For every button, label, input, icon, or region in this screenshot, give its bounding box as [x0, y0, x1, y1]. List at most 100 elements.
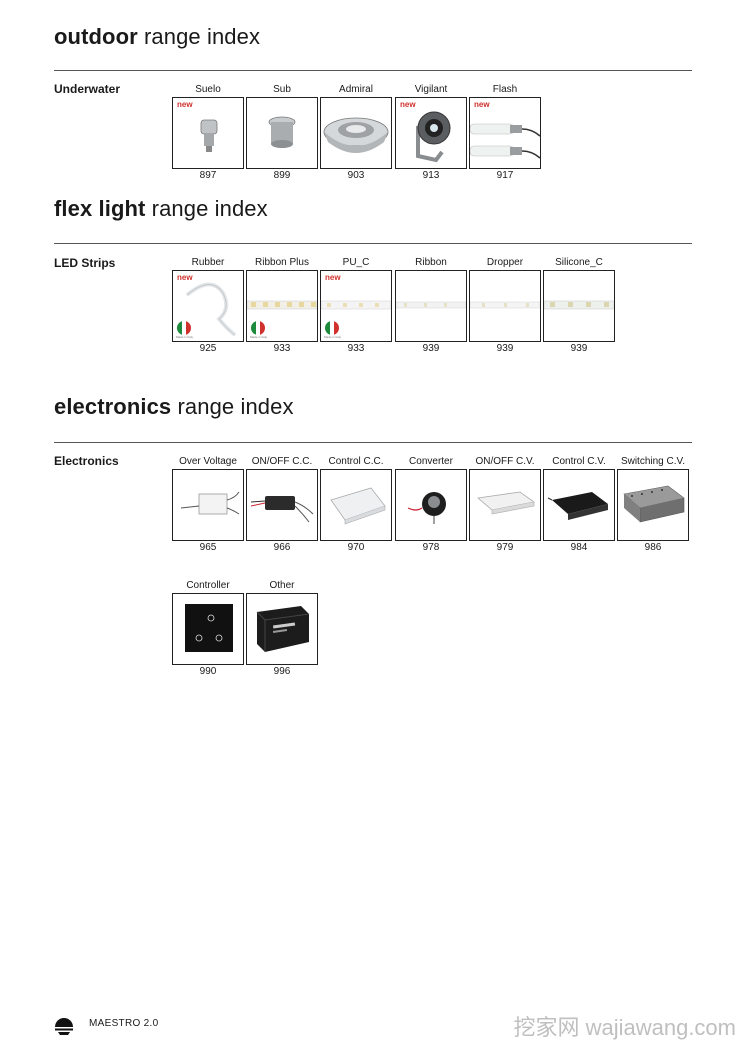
product-other[interactable]: Other 996: [246, 579, 318, 678]
on-off-cc-image: [250, 496, 314, 523]
product-on-off-cc[interactable]: ON/OFF C.C. 966: [246, 455, 318, 554]
product-name: Rubber: [191, 257, 225, 268]
product-converter[interactable]: Converter 978: [395, 455, 467, 554]
flag-note: Made in Italy: [324, 335, 342, 339]
product-name: PU_C: [342, 257, 370, 268]
product-name: Ribbon Plus: [255, 257, 309, 268]
page-number: 899: [273, 170, 291, 181]
product-thumbnail: new: [469, 97, 541, 169]
flag-red: [186, 321, 191, 335]
product-name: ON/OFF C.C.: [251, 456, 313, 467]
suelo-image: [200, 119, 218, 152]
product-thumbnail: new: [172, 97, 244, 169]
product-thumbnail: [246, 469, 318, 541]
page-number: 984: [570, 542, 588, 553]
product-name: Suelo: [195, 84, 221, 95]
product-name: Controller: [186, 580, 230, 591]
product-name: Other: [269, 580, 295, 591]
product-ribbon[interactable]: Ribbon 939: [395, 256, 467, 355]
page-number: 897: [199, 170, 217, 181]
product-control-cv[interactable]: Control C.V. 984: [543, 455, 615, 554]
product-suelo[interactable]: Suelo new 897: [172, 83, 244, 182]
flag-red: [260, 321, 265, 335]
page-number: 979: [496, 542, 514, 553]
flag-green: [251, 321, 256, 335]
page-number: 978: [422, 542, 440, 553]
product-thumbnail: [246, 593, 318, 665]
product-thumbnail: Made in Italy: [246, 270, 318, 342]
page-number: 933: [273, 343, 291, 354]
product-dropper[interactable]: Dropper 939: [469, 256, 541, 355]
product-flash[interactable]: Flash new 917: [469, 83, 541, 182]
other-image: [256, 606, 310, 652]
product-switching-cv[interactable]: Switching C.V. 986: [617, 455, 689, 554]
new-badge: new: [177, 273, 193, 282]
product-name: Sub: [273, 84, 291, 95]
sub-image: [268, 116, 296, 148]
product-thumbnail: [395, 469, 467, 541]
flag-white: [181, 321, 187, 335]
control-cc-image: [330, 487, 386, 525]
page-number: 996: [273, 666, 291, 677]
converter-image: [407, 492, 446, 524]
page-number: 903: [347, 170, 365, 181]
flag-red: [334, 321, 339, 335]
product-thumbnail: [469, 469, 541, 541]
new-badge: new: [177, 100, 193, 109]
page-number: 913: [422, 170, 440, 181]
flag-green: [325, 321, 330, 335]
vigilant-image: [416, 111, 451, 163]
product-ribbon-plus[interactable]: Ribbon Plus Made in Italy 933: [246, 256, 318, 355]
ribbon-plus-image: [247, 300, 317, 310]
page-number: 917: [496, 170, 514, 181]
footer-brand: MAESTRO 2.0: [89, 1018, 159, 1029]
new-badge: new: [474, 100, 490, 109]
product-over-voltage[interactable]: Over Voltage 965: [172, 455, 244, 554]
category-label-led-strips: LED Strips: [54, 256, 116, 270]
product-thumbnail: [617, 469, 689, 541]
page-number: 966: [273, 542, 291, 553]
on-off-cv-image: [477, 491, 535, 515]
product-control-cc[interactable]: Control C.C. 970: [320, 455, 392, 554]
flag-note: Made in Italy: [176, 335, 194, 339]
control-cv-image: [547, 492, 608, 520]
product-controller[interactable]: Controller 990: [172, 579, 244, 678]
category-label-electronics: Electronics: [54, 454, 119, 468]
section-divider: [54, 243, 692, 244]
made-in-italy-flag-icon: [325, 321, 339, 335]
watermark-text: 挖家网 wajiawang.com: [513, 1015, 736, 1040]
flag-white: [255, 321, 261, 335]
made-in-italy-flag-icon: [251, 321, 265, 335]
rubber-image: [185, 282, 237, 337]
page-number: 986: [644, 542, 662, 553]
product-name: Converter: [409, 456, 453, 467]
admiral-image: [323, 117, 389, 153]
flag-white: [329, 321, 335, 335]
product-sub[interactable]: Sub 899: [246, 83, 318, 182]
page-number: 925: [199, 343, 217, 354]
maestro-logo-icon: [55, 1018, 73, 1035]
product-on-off-cv[interactable]: ON/OFF C.V. 979: [469, 455, 541, 554]
dropper-image: [470, 301, 540, 309]
new-badge: new: [325, 273, 341, 282]
flash-image: [470, 123, 540, 159]
product-name: Admiral: [339, 84, 373, 95]
product-pu-c[interactable]: PU_C new Made in Italy 933: [320, 256, 392, 355]
page-number: 990: [199, 666, 217, 677]
product-rubber[interactable]: Rubber new Made in Italy 925: [172, 256, 244, 355]
product-name: Ribbon: [415, 257, 447, 268]
product-vigilant[interactable]: Vigilant new 913: [395, 83, 467, 182]
made-in-italy-flag-icon: [177, 321, 191, 335]
category-label-underwater: Underwater: [54, 82, 121, 96]
product-admiral[interactable]: Admiral 903: [320, 83, 392, 182]
product-thumbnail: [543, 270, 615, 342]
product-thumbnail: [469, 270, 541, 342]
product-thumbnail: new: [395, 97, 467, 169]
product-thumbnail: [395, 270, 467, 342]
product-thumbnail: [172, 593, 244, 665]
product-thumbnail: [320, 97, 392, 169]
product-silicone-c[interactable]: Silicone_C 939: [543, 256, 615, 355]
product-name: Flash: [492, 84, 518, 95]
product-name: Control C.C.: [328, 456, 384, 467]
product-name: Switching C.V.: [620, 456, 686, 467]
